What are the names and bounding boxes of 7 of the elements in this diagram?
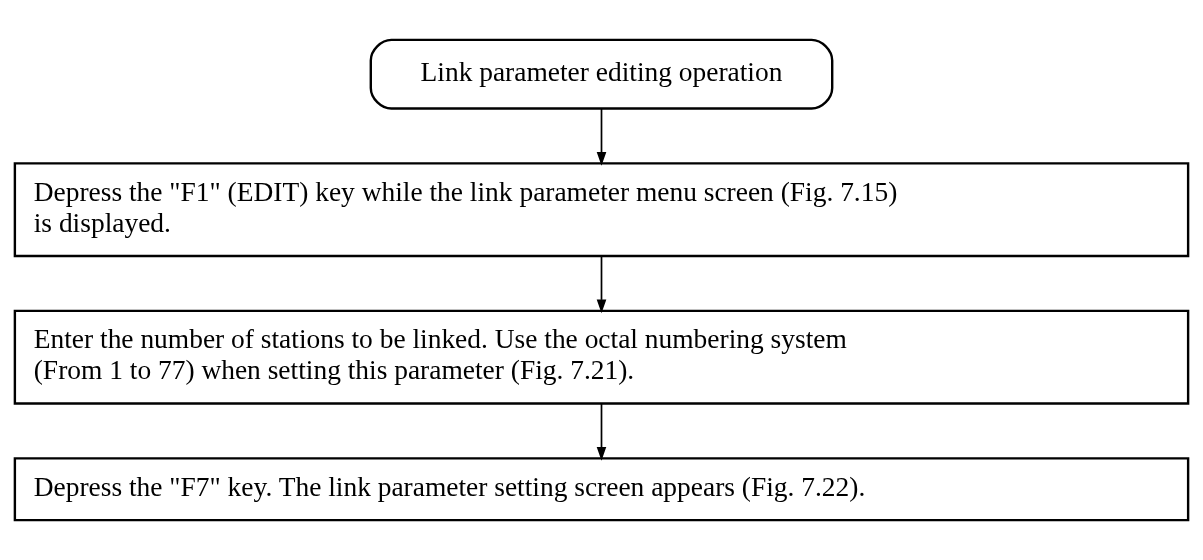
node-box: Depress the "F1" (EDIT) key while the link parameter menu screen (Fig. 7.15) is displayed. — [13, 162, 1190, 258]
node-box: Link parameter editing operation — [369, 38, 834, 110]
arrow — [596, 403, 607, 461]
node-box: Depress the "F7" key. The link parameter setting screen appears (Fig. 7.22). — [13, 457, 1190, 522]
node-box: Enter the number of stations to be linked. Use the octal numbering system (From 1 to 77) when setting this parameter (Fig. 7.21). — [13, 309, 1190, 405]
arrow — [596, 107, 607, 166]
arrow — [596, 255, 607, 314]
